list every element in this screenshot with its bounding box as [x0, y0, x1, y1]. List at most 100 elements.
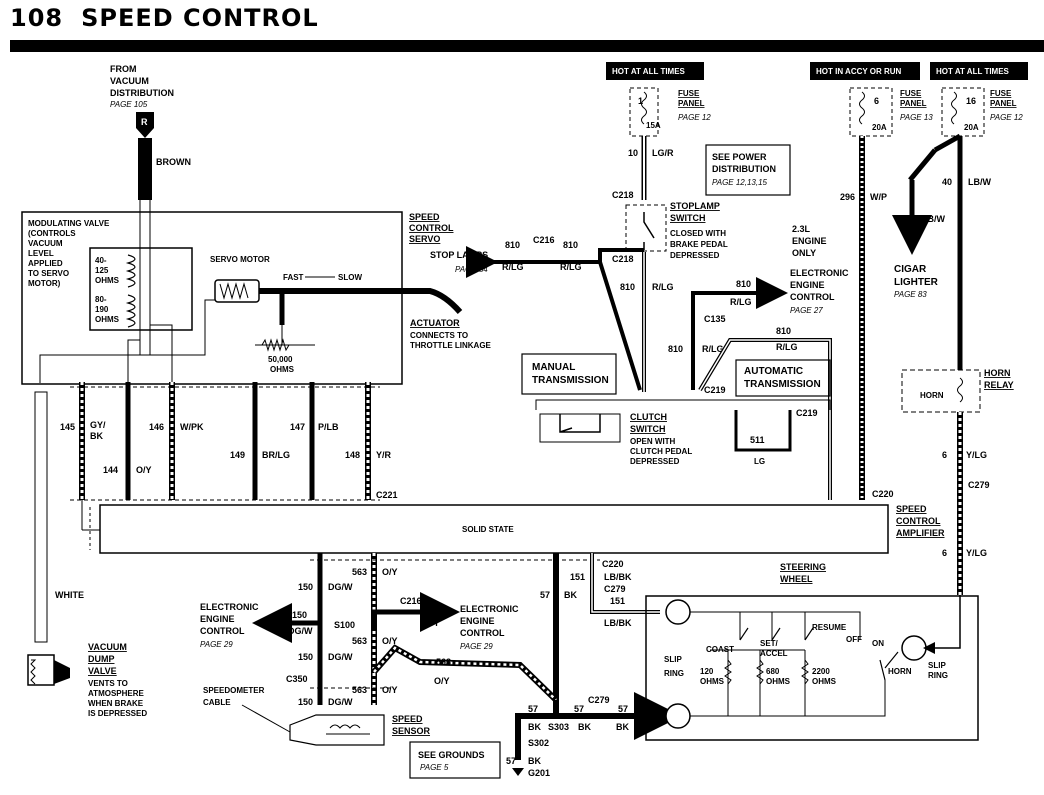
coil2-a: 80-	[95, 295, 107, 304]
wire-563-b-color: O/Y	[424, 618, 440, 628]
wire-150-b-color: DG/W	[288, 626, 313, 636]
amplifier-title-2: CONTROL	[896, 516, 941, 526]
wire-40-a: 40	[942, 177, 952, 187]
transmission: MANUAL TRANSMISSION AUTOMATIC TRANSMISSI…	[521, 353, 831, 466]
wheel-title-1: STEERING	[780, 562, 826, 572]
wire-810-down: 810	[620, 282, 635, 292]
wire-296-color: W/P	[870, 192, 887, 202]
wire-147-color: P/LB	[318, 422, 339, 432]
white-hose	[34, 391, 48, 643]
actuator-desc-1: CONNECTS TO	[410, 331, 468, 340]
coil2-c: OHMS	[95, 315, 120, 324]
manual-1: MANUAL	[532, 362, 575, 373]
splice-s100: S100	[334, 620, 355, 630]
speed-control-servo: SPEED CONTROL SERVO MODULATING VALVE (CO…	[21, 211, 492, 385]
fuse1-box	[629, 87, 659, 137]
wire-511-color: LG	[754, 457, 765, 466]
wire-151-a: 151	[570, 572, 585, 582]
eec27-3: CONTROL	[790, 292, 835, 302]
fuse1-panel-a: FUSE	[678, 89, 700, 98]
servo-harness: 145 GY/ BK 144 O/Y 146 W/PK 149 BR/LG 14…	[60, 382, 398, 501]
clutch-1: CLUTCH	[630, 412, 667, 422]
page-number: 108	[10, 4, 64, 32]
coil1-icon	[125, 254, 136, 288]
servo-box	[21, 211, 403, 385]
hot-all-times-2	[930, 62, 1028, 80]
clutch-5: DEPRESSED	[630, 457, 680, 466]
wire-6-b: 6	[942, 548, 947, 558]
wire-810-left-color: R/LG	[502, 262, 524, 272]
res-680-icon	[756, 659, 764, 685]
connector-c279-b: C279	[588, 695, 610, 705]
wire-57-a-color: BK	[564, 590, 577, 600]
servo-title-2: CONTROL	[409, 223, 454, 233]
fuse16-panel-b: PANEL	[990, 99, 1017, 108]
res-680-value: 680	[766, 667, 780, 676]
fuse6-number: 6	[874, 96, 879, 106]
wire-563-a: 563	[352, 567, 367, 577]
stoplamp-title-1: STOPLAMP	[670, 201, 720, 211]
wire-149-color: BR/LG	[262, 450, 290, 460]
wire-57-b: 57	[528, 704, 538, 714]
wire-810-right-color: R/LG	[560, 262, 582, 272]
wire-810-auto-color: R/LG	[776, 342, 798, 352]
wire-563-d: 563	[436, 657, 451, 667]
horn-switch-label: HORN	[888, 667, 912, 676]
eec29-a-page: PAGE 29	[200, 640, 233, 649]
speed-control-amplifier: SOLID STATE SPEED CONTROL AMPLIFIER	[81, 500, 945, 554]
fuse6-panel-a: FUSE	[900, 89, 922, 98]
steering-wheel-box	[645, 595, 979, 741]
manual-box	[521, 353, 617, 395]
wire-40-b: 40	[898, 214, 908, 224]
wire-146: 146	[149, 422, 164, 432]
eec29-a-3: CONTROL	[200, 626, 245, 636]
res-120-icon	[724, 659, 732, 685]
wire-6-a-color: Y/LG	[966, 450, 987, 460]
off-label: OFF	[846, 635, 862, 644]
wire-57-e-color: BK	[528, 756, 541, 766]
wire-146-color: W/PK	[180, 422, 204, 432]
hot-accy-run	[810, 62, 920, 80]
set-label-1: SET/	[760, 639, 779, 648]
coil2-b: 190	[95, 305, 109, 314]
dump-desc-4: IS DEPRESSED	[88, 709, 147, 718]
res-2200-unit: OHMS	[812, 677, 837, 686]
dump-title-1: VACUUM	[88, 642, 127, 652]
slip-ring-lower-icon	[665, 703, 691, 729]
automatic-2: TRANSMISSION	[744, 379, 821, 390]
stoplamp-desc-1: CLOSED WITH	[670, 229, 726, 238]
wire-144: 144	[103, 465, 118, 475]
stop-lamps-label: STOP LAMPS	[430, 250, 488, 260]
wire-145: 145	[60, 422, 75, 432]
right-power: HOT IN ACCY OR RUN HOT AT ALL TIMES 6 20…	[810, 62, 1028, 595]
wire-150-d-color: DG/W	[328, 697, 353, 707]
fuse6-panel-b: PANEL	[900, 99, 927, 108]
stoplamp-switch-box	[625, 204, 667, 252]
wire-296: 296	[840, 192, 855, 202]
header-rule	[10, 40, 1044, 52]
automatic-1: AUTOMATIC	[744, 366, 803, 377]
actuator-desc-2: THROTTLE LINKAGE	[410, 341, 492, 350]
clutch-2: SWITCH	[630, 424, 666, 434]
eec29-b-page: PAGE 29	[460, 642, 493, 651]
wire-145-color: GY/	[90, 420, 106, 430]
fuse6-page: PAGE 13	[900, 113, 933, 122]
res-120-unit: OHMS	[700, 677, 725, 686]
wire-563-e: 563	[352, 685, 367, 695]
actuator-label: ACTUATOR	[410, 318, 460, 328]
fast-label: FAST	[283, 273, 304, 282]
set-label-2: ACCEL	[760, 649, 788, 658]
fuse6-amp: 20A	[872, 123, 887, 132]
dump-desc-2: ATMOSPHERE	[88, 689, 145, 698]
connector-c218-b: C218	[612, 254, 634, 264]
jumper-511	[734, 410, 792, 452]
clutch-3: OPEN WITH	[630, 437, 676, 446]
wire-147: 147	[290, 422, 305, 432]
wire-151-b: 151	[610, 596, 625, 606]
res50k-b: OHMS	[270, 365, 295, 374]
wire-150-a-color: DG/W	[328, 582, 353, 592]
res-2200-icon	[801, 659, 809, 685]
splice-s302: S302	[528, 738, 549, 748]
eec29-b-3: CONTROL	[460, 628, 505, 638]
wire-57-e: 57	[506, 756, 516, 766]
